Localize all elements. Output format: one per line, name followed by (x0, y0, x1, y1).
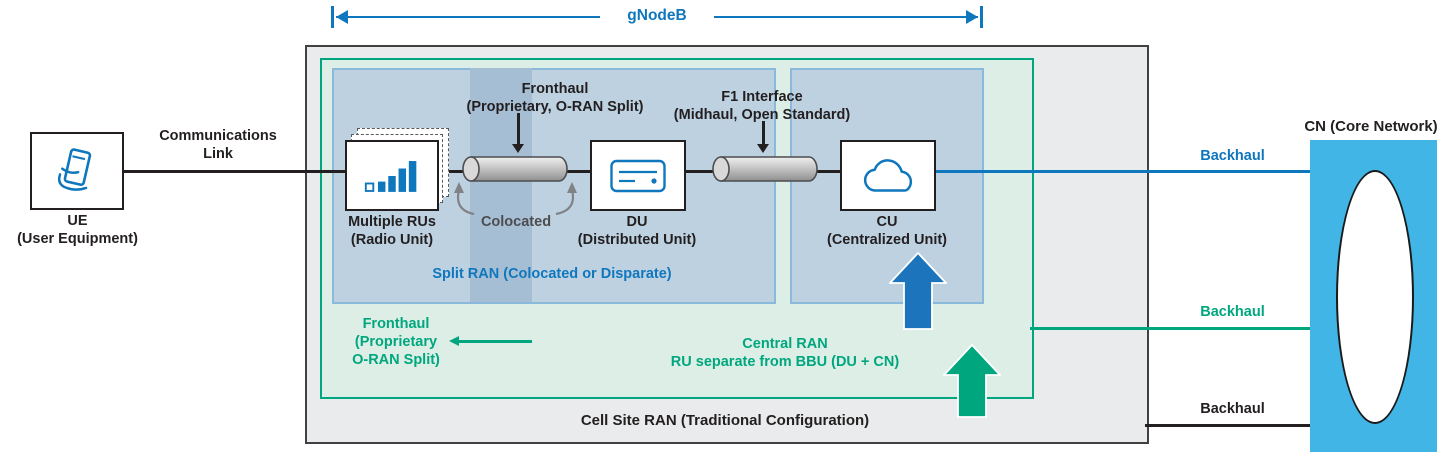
gnodeb-arrowhead-left-icon (336, 10, 348, 24)
fronthaul-left-pointer-line (458, 340, 532, 343)
cu-label: CU (Centralized Unit) (822, 213, 952, 249)
gnodeb-span-bar-right (980, 6, 983, 28)
gnodeb-span-bar-left (331, 6, 334, 28)
du-label: DU (Distributed Unit) (572, 213, 702, 249)
f1-line2: (Midhaul, Open Standard) (673, 107, 851, 124)
radio-unit-bars-icon (364, 160, 417, 192)
ru-box (345, 140, 439, 211)
cn-label: CN (Core Network) (1304, 118, 1438, 135)
f1-pointer-arrowhead-icon (757, 144, 769, 153)
centralized-unit-cloud-icon (863, 158, 913, 192)
comm-link-line (120, 170, 346, 173)
backhaul-label-blue: Backhaul (1200, 148, 1265, 164)
cell-site-ran-label: Cell Site RAN (Traditional Configuration… (580, 412, 870, 429)
backhaul-line-green (1030, 327, 1310, 330)
phone-in-hand-icon (57, 148, 92, 191)
backhaul-label-green: Backhaul (1200, 304, 1265, 320)
ue-box (30, 132, 124, 210)
f1-pointer-line (762, 121, 765, 144)
fronthaul-top-line1: Fronthaul (521, 81, 589, 97)
fronthaul-top-label: Fronthaul (Proprietary, O-RAN Split) (455, 80, 655, 116)
midhaul-pipe-icon (712, 156, 818, 182)
comm-link-line2: Link (203, 146, 233, 163)
du-box (590, 140, 686, 211)
central-ran-up-arrow-icon (943, 344, 1001, 418)
fronthaul-pointer-arrowhead-icon (512, 144, 524, 153)
central-ran-line2: RU separate from BBU (DU + CN) (670, 354, 900, 371)
comm-link-line1: Communications (159, 128, 277, 144)
fronthaul-left-line3: O-RAN Split) (352, 352, 440, 369)
du-desc: (Distributed Unit) (577, 232, 697, 249)
fronthaul-pipe-icon (462, 156, 568, 182)
backhaul-line-black (1145, 424, 1310, 427)
fronthaul-left-line1: Fronthaul (362, 316, 430, 332)
f1-interface-label: F1 Interface (Midhaul, Open Standard) (662, 88, 862, 124)
cn-core-ellipse-icon (1336, 170, 1414, 424)
f1-line1: F1 Interface (721, 89, 803, 105)
fronthaul-top-line2: (Proprietary, O-RAN Split) (466, 99, 644, 116)
ue-desc: (User Equipment) (17, 231, 138, 248)
gnodeb-label: gNodeB (600, 6, 714, 27)
split-ran-up-arrow-icon (889, 252, 947, 330)
distributed-unit-server-icon (610, 159, 666, 192)
du-name: DU (626, 214, 648, 230)
fronthaul-left-label: Fronthaul (Proprietary O-RAN Split) (336, 315, 456, 369)
ru-name: Multiple RUs (348, 214, 436, 230)
central-ran-line1: Central RAN (742, 336, 828, 352)
fronthaul-left-arrowhead-icon (449, 336, 459, 346)
colocated-label: Colocated (480, 214, 552, 230)
fronthaul-overlap-band (470, 68, 532, 302)
cu-name: CU (876, 214, 898, 230)
fronthaul-left-line2: (Proprietary (354, 334, 438, 351)
central-ran-label: Central RAN RU separate from BBU (DU + C… (620, 335, 950, 371)
ru-desc: (Radio Unit) (350, 232, 434, 249)
ue-label: UE (User Equipment) (5, 212, 150, 248)
comm-link-label: Communications Link (133, 127, 303, 163)
ru-label: Multiple RUs (Radio Unit) (328, 213, 456, 249)
backhaul-label-black: Backhaul (1200, 401, 1265, 417)
split-ran-label: Split RAN (Colocated or Disparate) (432, 266, 672, 282)
colocated-arrows-icon (454, 182, 577, 216)
ue-name: UE (67, 213, 88, 229)
fronthaul-pointer-line (517, 113, 520, 144)
gnodeb-arrowhead-right-icon (966, 10, 978, 24)
backhaul-line-blue (932, 170, 1310, 173)
cu-desc: (Centralized Unit) (826, 232, 948, 249)
cu-box (840, 140, 936, 211)
